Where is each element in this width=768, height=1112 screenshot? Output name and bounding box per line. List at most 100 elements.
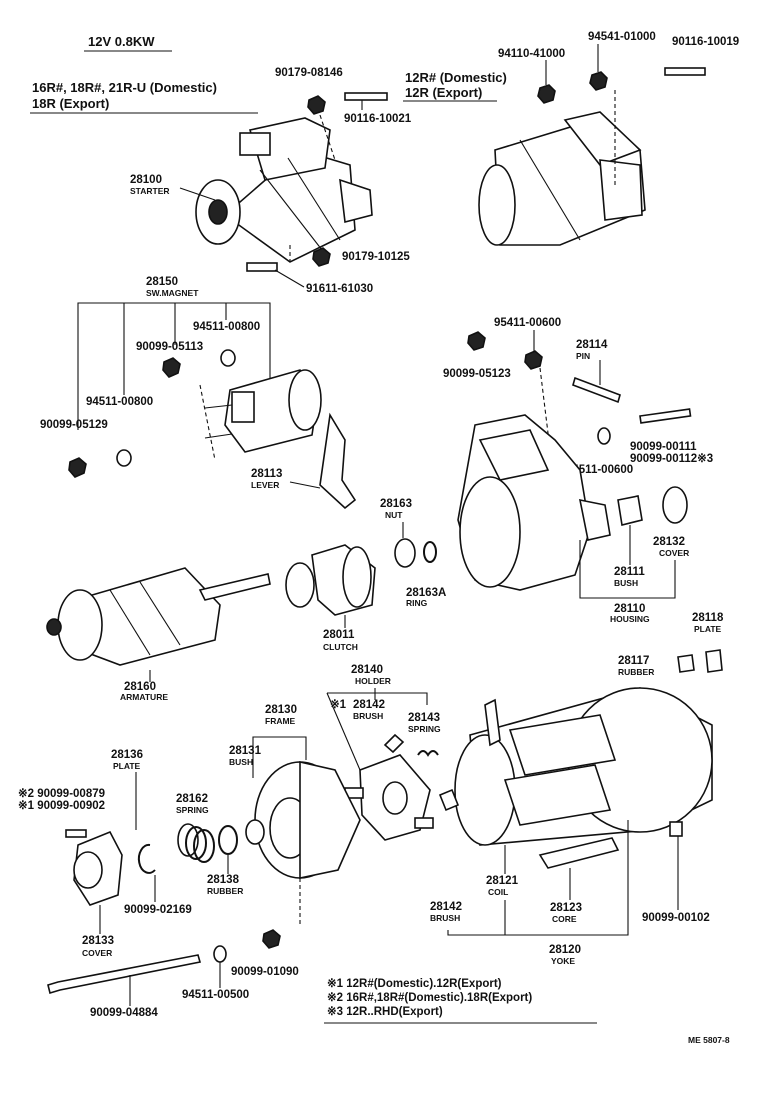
- part-no-94511-00600: 94511-00600: [566, 464, 633, 476]
- spring-28162: [177, 823, 215, 863]
- part-no-28143: 28143: [408, 712, 440, 724]
- part-no-94511-00500: 94511-00500: [182, 989, 249, 1001]
- part-no-90116-10019: 90116-10019: [672, 36, 739, 48]
- part-no-28162: 28162: [176, 793, 208, 805]
- part-no-28100: 28100: [130, 174, 162, 186]
- part-name-holder: HOLDER: [355, 676, 391, 686]
- part-name-rubber-28117: RUBBER: [618, 667, 654, 677]
- part-name-cover-28132: COVER: [659, 548, 689, 558]
- nut-90099-05129: [68, 457, 87, 478]
- part-no-91611-61030: 91611-61030: [306, 283, 373, 295]
- pin-28114: [572, 376, 621, 404]
- cover-28132: [662, 486, 688, 524]
- brush-holder-drawing: [344, 754, 434, 841]
- part-name-coil: COIL: [488, 887, 508, 897]
- core-28123: [538, 837, 620, 869]
- alt-line-2: 12R (Export): [405, 85, 482, 100]
- part-no-28140: 28140: [351, 664, 383, 676]
- bolt-91611-61030: [246, 262, 278, 272]
- part-no-90099-05123: 90099-05123: [443, 368, 511, 380]
- part-name-nut-28163: NUT: [385, 510, 403, 520]
- part-no-28150: 28150: [146, 276, 178, 288]
- ring-28163a: [423, 541, 437, 563]
- part-name-plate-28118: PLATE: [694, 624, 722, 634]
- part-no-28111: 28111: [614, 566, 645, 578]
- spring-28143: [417, 750, 439, 757]
- part-no-28160: 28160: [124, 681, 156, 693]
- part-name-sw-magnet: SW.MAGNET: [146, 288, 199, 298]
- bolt-90116-10021: [344, 92, 388, 101]
- applic-line-1: 16R#, 18R#, 21R-U (Domestic): [32, 80, 217, 95]
- clutch-drawing: [285, 544, 376, 616]
- part-no-28163a: 28163A: [406, 587, 446, 599]
- part-name-yoke: YOKE: [551, 956, 575, 966]
- bracket-28150: [77, 302, 271, 430]
- part-no-90099-00102: 90099-00102: [642, 912, 710, 924]
- footnote-1: ※1 12R#(Domestic).12R(Export): [327, 977, 502, 990]
- part-no-28114: 28114: [576, 339, 608, 351]
- nut-90179-08146: [307, 95, 326, 115]
- rubber-28138: [218, 825, 238, 855]
- part-no-90099-05129: 90099-05129: [40, 419, 108, 431]
- bolt-90099-04884: [47, 954, 202, 995]
- washer-94511-00800-b: [116, 449, 132, 467]
- part-no-90099-05113: 90099-05113: [136, 341, 203, 353]
- part-no-90099-00902: ※1 90099-00902: [18, 799, 105, 812]
- nut-94541-01000: [589, 71, 608, 91]
- armature-drawing: [46, 567, 271, 666]
- nut-90179-10125: [312, 247, 331, 267]
- part-no-90099-04884: 90099-04884: [90, 1007, 158, 1019]
- part-no-28142-b: 28142: [430, 901, 462, 913]
- footnote-3: ※3 12R..RHD(Export): [327, 1005, 443, 1018]
- part-no-28113: 28113: [251, 468, 282, 480]
- frame-drawing: [254, 760, 361, 879]
- part-name-lever: LEVER: [251, 480, 279, 490]
- part-no-95411-00600: 95411-00600: [494, 317, 561, 329]
- clip-90099-02169: [137, 843, 156, 874]
- part-name-armature: ARMATURE: [120, 692, 168, 702]
- bush-28111: [617, 495, 643, 526]
- part-no-28138: 28138: [207, 874, 240, 886]
- nut-28163: [394, 538, 416, 568]
- nut-90099-05123: [467, 331, 486, 351]
- part-no-28163: 28163: [380, 498, 412, 510]
- part-no-28133: 28133: [82, 935, 114, 947]
- part-no-28123: 28123: [550, 902, 582, 914]
- part-no-94110-41000: 94110-41000: [498, 48, 565, 60]
- part-no-90099-01090: 90099-01090: [231, 966, 299, 978]
- part-no-94511-00800-b: 94511-00800: [86, 396, 153, 408]
- washer-94511-00600: [597, 427, 611, 445]
- part-no-94511-00800-a: 94511-00800: [193, 321, 260, 333]
- screw-90099-00902: [65, 829, 87, 838]
- part-no-28011: 28011: [323, 629, 355, 641]
- part-name-clutch: CLUTCH: [323, 642, 358, 652]
- part-no-28117: 28117: [618, 655, 649, 667]
- part-name-plate-28136: PLATE: [113, 761, 141, 771]
- part-name-core: CORE: [552, 914, 577, 924]
- part-name-spring-28143: SPRING: [408, 724, 441, 734]
- part-name-frame: FRAME: [265, 716, 296, 726]
- part-name-pin: PIN: [576, 351, 590, 361]
- switch-magnet-drawing: [199, 369, 322, 461]
- housing-drawing: [457, 414, 611, 591]
- part-no-90099-00111: 90099-00111: [630, 441, 697, 453]
- part-no-90099-00112: 90099-00112※3: [630, 452, 713, 465]
- part-name-bush-28111: BUSH: [614, 578, 638, 588]
- bolt-90099-00111: [639, 408, 692, 424]
- part-no-28118: 28118: [692, 612, 724, 624]
- part-no-90179-08146: 90179-08146: [275, 67, 343, 79]
- part-no-28131: 28131: [229, 745, 262, 757]
- alt-line-1: 12R# (Domestic): [405, 70, 507, 85]
- washer-94511-00500: [213, 945, 227, 963]
- part-no-28110: 28110: [614, 603, 645, 615]
- alt-starter-drawing: [478, 111, 646, 246]
- yoke-drawing: [454, 687, 713, 846]
- part-name-ring-28163a: RING: [406, 598, 428, 608]
- part-name-housing: HOUSING: [610, 614, 650, 624]
- washer-94511-00800-a: [220, 349, 236, 367]
- lever-28113: [319, 412, 357, 510]
- part-name-cover-28133: COVER: [82, 948, 112, 958]
- brush-28142-b: [438, 788, 460, 812]
- screw-90099-00102: [669, 821, 683, 837]
- footnote-2: ※2 16R#,18R#(Domestic).18R(Export): [327, 991, 532, 1004]
